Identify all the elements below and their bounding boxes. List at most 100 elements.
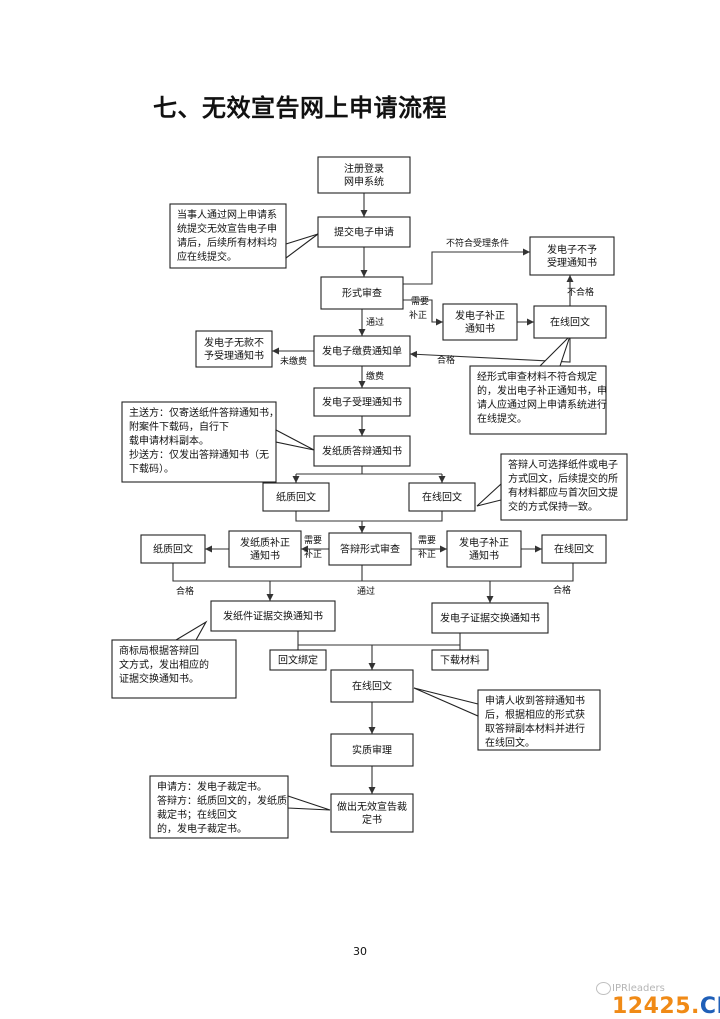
- flow-notes: 当事人通过网上申请系统提交无效宣告电子申请后，后续所有材料均应在线提交。经形式审…: [111, 203, 628, 839]
- note-submit-text: 应在线提交。: [177, 250, 237, 263]
- n-paper-reply2-box: 纸质回文: [140, 534, 206, 564]
- flow-edges: [172, 193, 574, 794]
- n-download-label: 下载材料: [440, 654, 480, 667]
- n-substantive-box: 实质审理: [330, 733, 414, 767]
- note-main-copy: 主送方：仅寄送纸件答辩通知书，附案件下载码，自行下载申请材料副本。抄送方：仅发出…: [121, 401, 315, 483]
- edge-label-qualified: 合格: [176, 585, 194, 597]
- note-submit-text: 请后，后续所有材料均: [177, 236, 277, 249]
- n-nopay-reject-label: 予受理通知书: [204, 349, 264, 362]
- n-online-reply1-label: 在线回文: [550, 316, 590, 329]
- n-formal-label: 形式审查: [342, 287, 382, 300]
- n-paper-exchange-label: 发纸件证据交换通知书: [223, 610, 323, 623]
- n-submit-box: 提交电子申请: [317, 216, 411, 248]
- note-correct-text: 的，发出电子补正通知书，申: [477, 384, 607, 397]
- n-fee-notice-box: 发电子缴费通知单: [313, 335, 411, 367]
- n-paper-reply2-label: 纸质回文: [153, 543, 193, 556]
- n-online-reply4-label: 在线回文: [352, 680, 392, 693]
- flow-edge-labels: 不符合受理条件需要补正不合格通过未缴费合格缴费需要补正需要补正合格通过合格: [176, 237, 594, 597]
- edge-label-pass: 通过: [357, 585, 375, 597]
- n-online-reply1-box: 在线回文: [533, 305, 607, 339]
- note-correct: 经形式审查材料不符合规定的，发出电子补正通知书，申请人应通过网上申请系统进行在线…: [469, 335, 607, 435]
- note-parties-text: 答辩方：纸质回文的，发纸质: [157, 794, 287, 807]
- note-main-copy-text: 主送方：仅寄送纸件答辩通知书，: [129, 406, 279, 419]
- n-elec-correct2-label: 发电子补正: [459, 536, 509, 549]
- n-reject-label: 受理通知书: [547, 256, 597, 269]
- note-correct-text: 请人应通过网上申请系统进行: [477, 398, 607, 411]
- note-main-copy-text: 抄送方：仅发出答辩通知书（无: [129, 448, 269, 461]
- page-title: 七、无效宣告网上申请流程: [153, 94, 447, 122]
- n-paper-defense-box: 发纸质答辩通知书: [313, 435, 411, 467]
- n-bind-label: 回文绑定: [278, 654, 318, 667]
- note-applicant-text: 取答辩副本材料并进行: [485, 722, 585, 735]
- note-submit-text: 当事人通过网上申请系: [177, 208, 277, 221]
- note-defense-text: 答辩人可选择纸件或电子: [508, 458, 618, 471]
- n-paper-reply-box: 纸质回文: [262, 482, 330, 512]
- n-accept-notice-label: 发电子受理通知书: [322, 396, 402, 409]
- n-fee-notice-label: 发电子缴费通知单: [322, 345, 402, 358]
- note-main-copy-text: 下载码）。: [129, 463, 174, 475]
- logo-number: 12425: [612, 994, 692, 1019]
- flow-edge: [486, 563, 574, 603]
- edge-label-correct: 补正: [304, 548, 322, 560]
- edge-label-pass: 通过: [366, 316, 384, 328]
- n-paper-exchange-box: 发纸件证据交换通知书: [210, 600, 336, 632]
- logo-dot: .: [691, 994, 700, 1019]
- note-parties-text: 的，发电子裁定书。: [157, 822, 247, 835]
- n-accept-notice-box: 发电子受理通知书: [313, 387, 411, 417]
- n-paper-correct-label: 发纸质补正: [240, 536, 290, 549]
- note-parties-text: 裁定书；在线回文: [157, 808, 237, 821]
- n-register-label: 网申系统: [344, 175, 384, 188]
- site-logo: 12425.CN: [612, 994, 720, 1019]
- note-defense-text: 方式回文，后续提交的所: [508, 472, 618, 485]
- edge-label-fail: 不合格: [567, 286, 594, 298]
- n-reject-label: 发电子不予: [547, 243, 597, 256]
- note-tmo-text: 文方式，发出相应的: [119, 658, 209, 671]
- flow-edge: [295, 511, 366, 533]
- note-main-copy-text: 附案件下载码，自行下: [129, 420, 229, 433]
- n-online-reply3-box: 在线回文: [541, 534, 607, 564]
- n-defense-formal-label: 答辩形式审查: [340, 543, 400, 556]
- n-decision-label: 定书: [362, 813, 382, 826]
- note-applicant-text: 后，根据相应的形式获: [485, 708, 585, 721]
- edge-label-no-pay: 未缴费: [280, 355, 307, 367]
- n-register-label: 注册登录: [344, 162, 384, 175]
- n-defense-formal-box: 答辩形式审查: [328, 532, 412, 566]
- n-paper-reply-label: 纸质回文: [276, 491, 316, 504]
- n-online-reply2-label: 在线回文: [422, 491, 462, 504]
- note-defense: 答辩人可选择纸件或电子方式回文，后续提交的所有材料都应与首次回文提交的方式保持一…: [476, 453, 628, 521]
- edge-label-correct: 补正: [418, 548, 436, 560]
- note-submit-text: 统提交无效宣告电子申: [177, 222, 277, 235]
- n-correct-label: 通知书: [465, 322, 495, 335]
- edge-label-need: 需要: [304, 535, 322, 546]
- edge-label-correct: 补正: [409, 309, 427, 321]
- n-paper-correct-label: 通知书: [250, 549, 280, 562]
- note-parties-text: 申请方：发电子裁定书。: [157, 780, 267, 793]
- flow-edge: [403, 299, 443, 326]
- note-defense-text: 有材料都应与首次回文提: [508, 486, 618, 499]
- flow-nodes: 注册登录网申系统提交电子申请形式审查发电子不予受理通知书发电子补正通知书在线回文…: [140, 156, 615, 833]
- n-submit-label: 提交电子申请: [334, 226, 394, 239]
- note-main-copy-text: 载申请材料副本。: [129, 434, 209, 447]
- n-decision-label: 做出无效宣告裁: [337, 800, 407, 813]
- note-applicant-text: 申请人收到答辩通知书: [485, 694, 585, 707]
- n-online-reply4-box: 在线回文: [330, 669, 414, 703]
- note-defense-text: 交的方式保持一致。: [508, 500, 598, 513]
- n-online-reply2-box: 在线回文: [408, 482, 476, 512]
- note-applicant-text: 在线回文。: [485, 736, 535, 749]
- n-paper-defense-label: 发纸质答辩通知书: [322, 445, 402, 458]
- n-bind-box: 回文绑定: [269, 649, 327, 671]
- note-parties: 申请方：发电子裁定书。答辩方：纸质回文的，发纸质裁定书；在线回文的，发电子裁定书…: [149, 775, 331, 839]
- n-nopay-reject-label: 发电子无款不: [204, 336, 264, 349]
- watermark-text: IPRleaders: [612, 983, 665, 994]
- flow-edge: [362, 511, 443, 522]
- note-correct-text: 在线提交。: [477, 412, 527, 425]
- flow-edge: [403, 248, 530, 285]
